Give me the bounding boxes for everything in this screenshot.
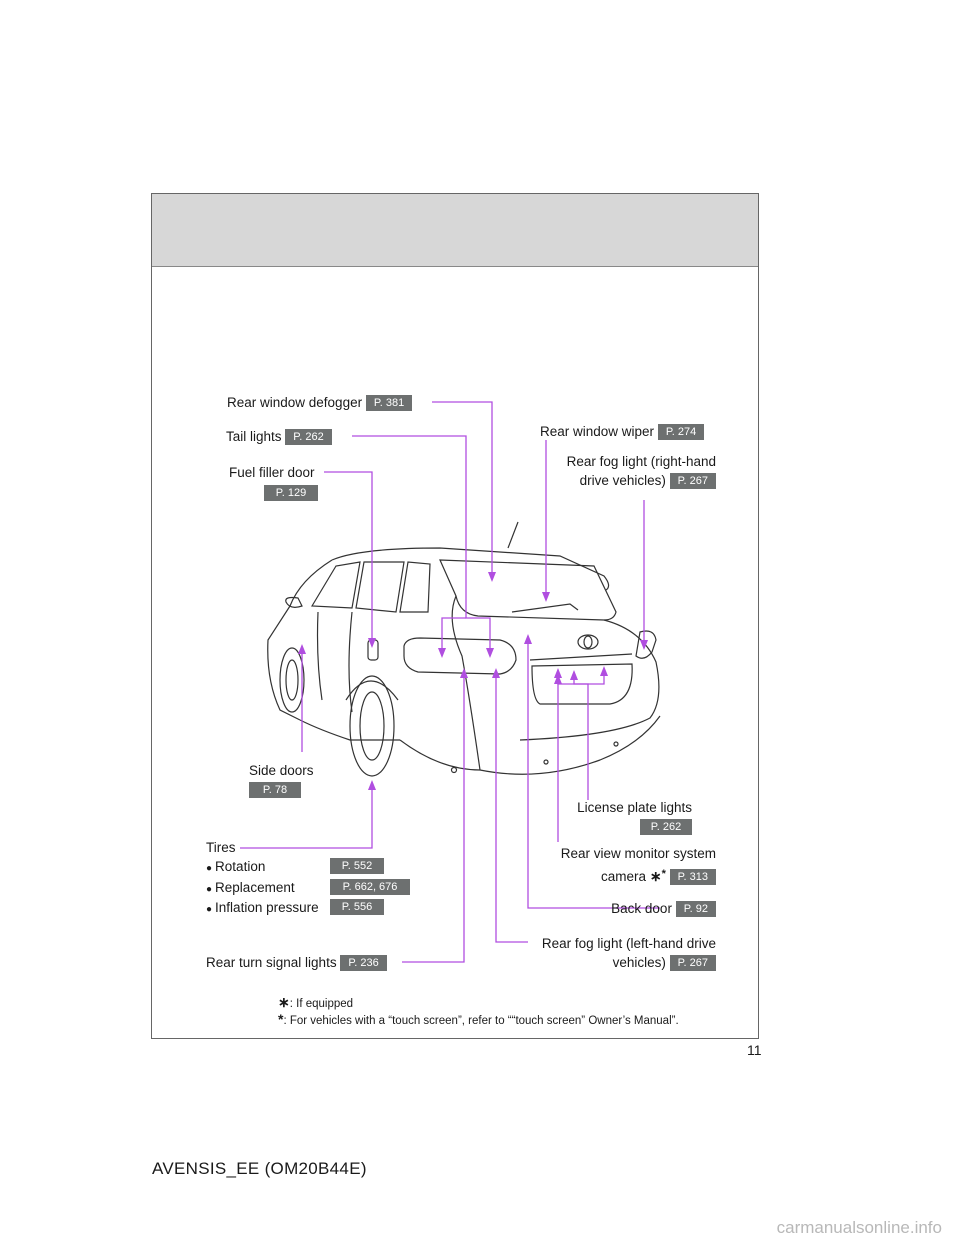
page-ref-inflation[interactable]: P. 556	[330, 899, 384, 915]
page-ref-rear-fog-rhd[interactable]: P. 267	[669, 473, 716, 490]
page-ref-rear-view-monitor[interactable]: P. 313	[669, 869, 716, 886]
label-license-plate-lights: License plate lights	[577, 800, 692, 815]
page-ref-rear-window-defogger[interactable]: P. 381	[365, 395, 413, 412]
label-rear-fog-rhd: Rear fog light (right-hand drive vehicle…	[566, 454, 716, 490]
label-tires-inflation: ●Inflation pressure	[206, 900, 319, 915]
document-id: AVENSIS_EE (OM20B44E)	[152, 1159, 367, 1178]
label-back-door: Back door P. 92	[560, 900, 716, 918]
page-ref-back-door[interactable]: P. 92	[675, 901, 716, 918]
page-ref-replacement[interactable]: P. 662, 676	[330, 879, 410, 895]
page-ref-tail-lights[interactable]: P. 262	[285, 429, 332, 446]
asterisk-icon: ∗	[278, 994, 290, 1010]
label-tires-rotation: ●Rotation	[206, 859, 266, 874]
page-ref-fuel-filler-door[interactable]: P. 129	[264, 485, 318, 501]
star-icon: *	[278, 1011, 284, 1027]
label-rear-fog-lhd: Rear fog light (left-hand drive vehicles…	[541, 936, 716, 972]
label-rear-window-defogger: Rear window defogger P. 381	[227, 394, 413, 412]
page-number: 11	[747, 1042, 762, 1058]
touch-screen-mark: *	[661, 868, 666, 880]
watermark: carmanualsonline.info	[776, 1218, 942, 1237]
page-ref-rear-window-wiper[interactable]: P. 274	[657, 424, 705, 441]
page-ref-license-plate-lights[interactable]: P. 262	[640, 819, 692, 835]
label-fuel-filler-door: Fuel filler door	[229, 465, 315, 480]
label-tires-replacement: ●Replacement	[206, 880, 295, 895]
label-rear-turn-signal: Rear turn signal lights P. 236	[206, 954, 387, 972]
page-ref-rear-turn-signal[interactable]: P. 236	[340, 955, 387, 972]
label-tail-lights: Tail lights P. 262	[226, 428, 332, 446]
page-ref-side-doors[interactable]: P. 78	[249, 782, 301, 798]
if-equipped-mark: ∗	[649, 868, 662, 884]
page-ref-rear-fog-lhd[interactable]: P. 267	[669, 955, 716, 972]
header-band	[152, 194, 758, 267]
label-rear-view-monitor: Rear view monitor system camera ∗* P. 31…	[560, 846, 716, 886]
footnote-touch-screen: *: For vehicles with a “touch screen”, r…	[278, 1011, 679, 1027]
content-frame	[151, 193, 759, 1039]
page-ref-rotation[interactable]: P. 552	[330, 858, 384, 874]
label-tires: Tires	[206, 840, 236, 855]
label-side-doors: Side doors	[249, 763, 314, 778]
footnote-if-equipped: ∗: If equipped	[278, 994, 354, 1010]
label-rear-window-wiper: Rear window wiper P. 274	[540, 423, 705, 441]
